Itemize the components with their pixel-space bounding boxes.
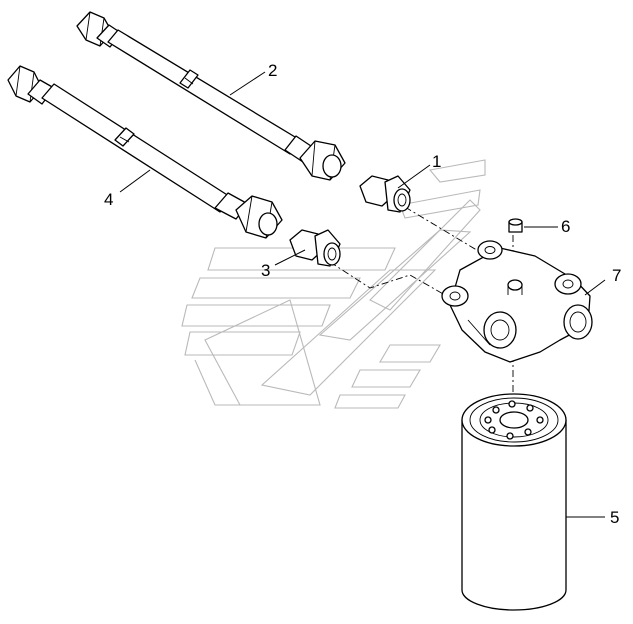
plug-6 [508, 218, 523, 233]
callout-5: 5 [610, 508, 619, 527]
callout-3: 3 [261, 261, 270, 280]
callout-1: 1 [432, 152, 441, 171]
filter-cartridge [461, 393, 567, 611]
callout-4: 4 [104, 190, 113, 209]
hose-lower [7, 65, 283, 239]
callout-2: 2 [268, 61, 277, 80]
callout-7: 7 [612, 266, 621, 285]
callout-6: 6 [561, 217, 570, 236]
fitting-3 [289, 229, 341, 267]
fitting-1 [359, 175, 411, 213]
watermark-logo [181, 159, 486, 409]
assembly-centerlines [329, 206, 514, 410]
leader-lines [119, 71, 606, 518]
hose-upper [76, 11, 346, 181]
filter-head [441, 240, 593, 363]
